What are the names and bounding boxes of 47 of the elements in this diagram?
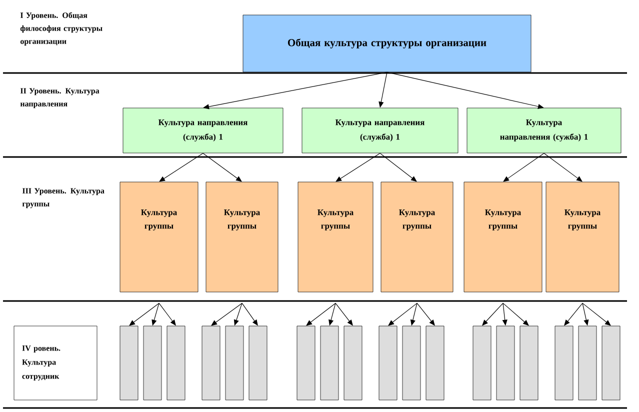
- employee-box: [202, 326, 220, 400]
- arrow: [502, 302, 529, 326]
- culture-box: Культура группы: [206, 182, 278, 292]
- arrow: [336, 152, 380, 182]
- employee-box: [296, 326, 316, 400]
- culture-box: Культура группы: [298, 182, 374, 292]
- employee-box: [344, 326, 362, 400]
- arrow: [202, 152, 242, 182]
- employee-box: [602, 326, 620, 400]
- culture-box: Культура группы: [464, 182, 542, 292]
- culture-box: Культура группы: [380, 182, 454, 292]
- employee-box: [166, 326, 186, 400]
- arrow: [544, 152, 582, 182]
- employee-box: [120, 326, 138, 400]
- arrow: [388, 302, 418, 326]
- arrow: [203, 72, 388, 110]
- arrow: [482, 302, 504, 326]
- arrow: [503, 152, 544, 182]
- employee-box: [472, 326, 492, 400]
- culture-box: Культура группы: [546, 182, 620, 292]
- employee-box: [248, 326, 268, 400]
- employee-box: [554, 326, 574, 400]
- level-label: II Уровень. Культура направления: [20, 88, 100, 108]
- culture-box: Культура направления (службa) 1: [302, 108, 458, 154]
- arrow: [306, 302, 336, 326]
- level-label: I Уровень. Общая философия структуры организации: [20, 12, 102, 46]
- arrow: [582, 302, 611, 326]
- employee-box: [578, 326, 597, 400]
- employee-box: [225, 326, 244, 400]
- arrow: [129, 302, 160, 326]
- employee-box: [426, 326, 444, 400]
- employee-box: [520, 326, 538, 400]
- level-box: IV ровень. Культура сотрудник: [14, 326, 98, 400]
- arrow: [386, 72, 544, 109]
- culture-box: Культура направления (служба) 1: [122, 108, 284, 154]
- employee-box: [378, 326, 398, 400]
- culture-box: Культура направления (сужба) 1: [466, 108, 622, 154]
- culture-box: Общая культура структуры организации: [242, 14, 532, 72]
- employee-box: [320, 326, 339, 400]
- employee-box: [143, 326, 162, 400]
- employee-box: [402, 326, 421, 400]
- level-label: III Уровень. Культура группы: [22, 188, 104, 208]
- culture-box: Культура группы: [120, 182, 198, 292]
- arrow: [211, 302, 242, 326]
- employee-box: [496, 326, 515, 400]
- arrow: [380, 152, 417, 182]
- arrow: [159, 152, 204, 182]
